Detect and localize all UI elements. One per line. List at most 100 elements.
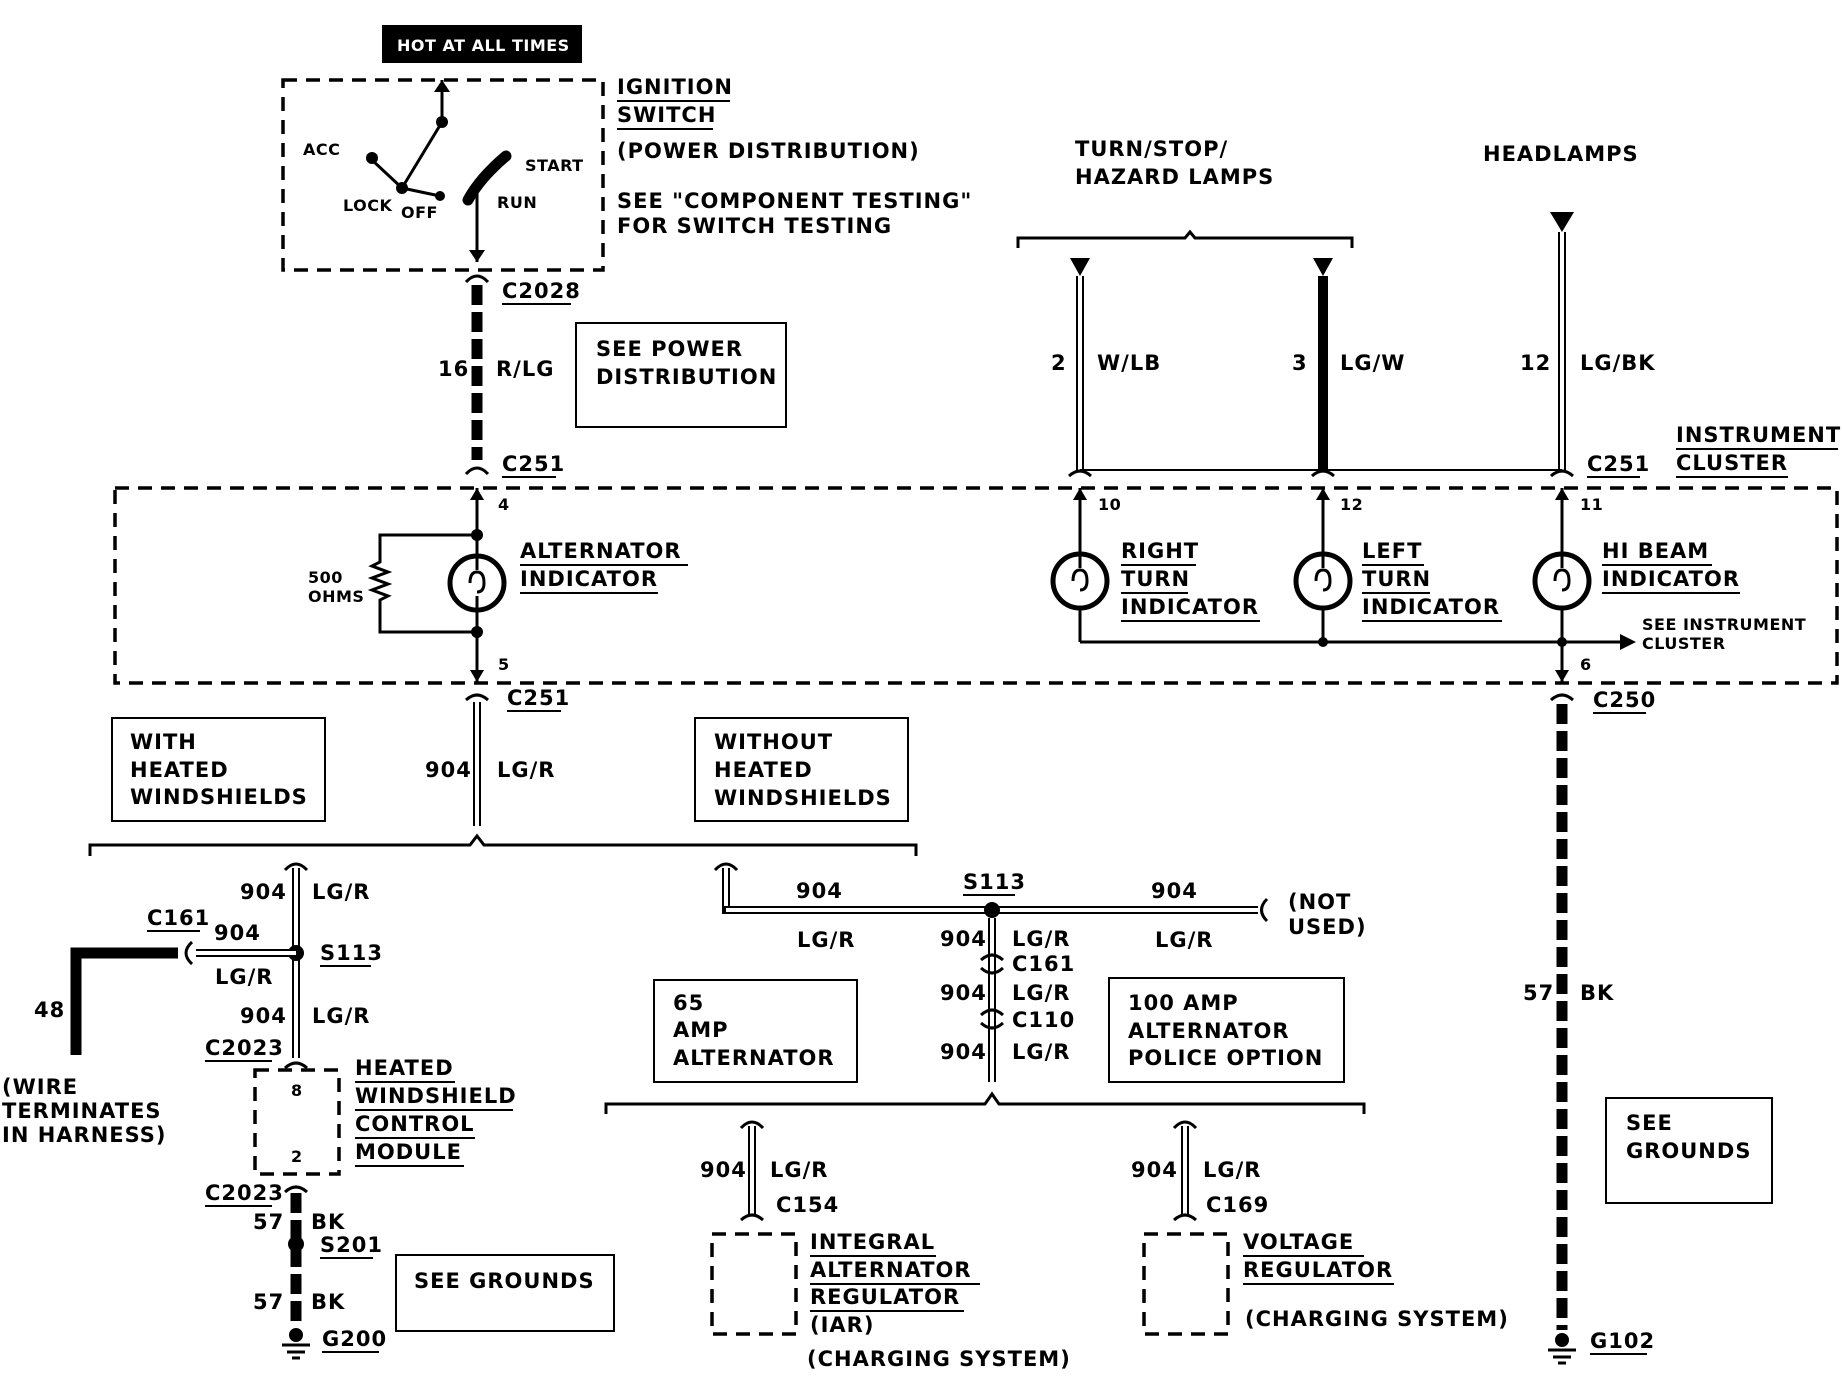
wire-904-below-cluster: 904: [425, 758, 472, 782]
with-heated-1: WITH: [130, 730, 197, 754]
iar-box: [710, 1232, 798, 1336]
connector-c154: C154: [776, 1193, 839, 1217]
left-lgr-lower: LG/R: [312, 1004, 370, 1028]
hot-at-all-times-banner: [382, 25, 582, 63]
see-grounds-right-2: GROUNDS: [1626, 1139, 1751, 1163]
amp100-3: POLICE OPTION: [1128, 1046, 1323, 1070]
switch-pos-run: RUN: [497, 193, 537, 212]
vr-1: VOLTAGE: [1243, 1230, 1354, 1254]
alternator-indicator-2: INDICATOR: [520, 567, 658, 591]
left-bk-top: BK: [311, 1210, 345, 1234]
hi-beam-1: HI BEAM: [1602, 539, 1709, 563]
wire-12-color: LG/BK: [1580, 351, 1656, 375]
instrument-cluster-box: [113, 486, 1839, 685]
left-904-top: 904: [240, 880, 287, 904]
switch-pos-off: OFF: [401, 203, 438, 222]
see-power-distribution-1: SEE POWER: [596, 337, 743, 361]
charging-system-2: (CHARGING SYSTEM): [1245, 1307, 1509, 1331]
center-c110: C110: [1012, 1008, 1075, 1032]
instrument-cluster-title-1: INSTRUMENT: [1676, 423, 1841, 447]
headlamps-label: HEADLAMPS: [1483, 142, 1639, 166]
hot-at-all-times-label: HOT AT ALL TIMES: [397, 36, 570, 55]
left-904-horizontal: 904: [214, 921, 261, 945]
pin-11: 11: [1580, 495, 1603, 514]
without-heated-3: WINDSHIELDS: [714, 786, 892, 810]
wire-57-right-color: BK: [1580, 981, 1614, 1005]
module-pin-2: 2: [291, 1147, 303, 1166]
component-testing-note-2: FOR SWITCH TESTING: [617, 214, 892, 238]
amp100-2: ALTERNATOR: [1128, 1019, 1290, 1043]
connector-c250: C250: [1593, 688, 1656, 712]
left-c2023-top: C2023: [205, 1036, 284, 1060]
center-904-right: 904: [1151, 879, 1198, 903]
pin-12: 12: [1340, 495, 1363, 514]
ignition-switch-title-1: IGNITION: [617, 75, 733, 99]
connector-c2028: C2028: [502, 279, 581, 303]
wire-48: [70, 947, 178, 1055]
ground-g200: G200: [322, 1327, 387, 1351]
switch-pos-acc: ACC: [303, 140, 340, 159]
voltage-regulator-box: [1142, 1232, 1230, 1336]
see-instrument-cluster-2: CLUSTER: [1642, 634, 1726, 653]
left-turn-1: LEFT: [1362, 539, 1422, 563]
iar-lgr: LG/R: [770, 1158, 828, 1182]
vr-904: 904: [1131, 1158, 1178, 1182]
hwcm-4: MODULE: [355, 1140, 462, 1164]
switch-pos-start: START: [525, 156, 584, 175]
see-grounds-left-box: [395, 1254, 615, 1332]
ignition-switch-title-2: SWITCH: [617, 103, 716, 127]
iar-4: (IAR): [810, 1313, 874, 1337]
charging-system-1: (CHARGING SYSTEM): [807, 1347, 1071, 1371]
see-grounds-right-box: [1605, 1097, 1773, 1204]
without-heated-2: HEATED: [714, 758, 813, 782]
iar-3: REGULATOR: [810, 1285, 960, 1309]
left-s201: S201: [320, 1233, 383, 1257]
right-turn-1: RIGHT: [1121, 539, 1199, 563]
amp100-1: 100 AMP: [1128, 991, 1239, 1015]
connector-c251-left: C251: [502, 452, 565, 476]
vr-lgr: LG/R: [1203, 1158, 1261, 1182]
center-904-b: 904: [940, 981, 987, 1005]
connector-c251-right: C251: [1587, 452, 1650, 476]
module-pin-8: 8: [291, 1081, 303, 1100]
with-heated-2: HEATED: [130, 758, 229, 782]
wire-48-number: 48: [34, 998, 65, 1022]
center-s113: S113: [963, 870, 1026, 894]
left-c161: C161: [147, 906, 210, 930]
iar-2: ALTERNATOR: [810, 1258, 972, 1282]
left-57-top: 57: [253, 1210, 284, 1234]
instrument-cluster-title-2: CLUSTER: [1676, 451, 1788, 475]
connector-c251-below: C251: [507, 686, 570, 710]
wire-57-right-number: 57: [1523, 981, 1554, 1005]
hwcm-3: CONTROL: [355, 1112, 475, 1136]
without-heated-1: WITHOUT: [714, 730, 833, 754]
pin-6: 6: [1580, 655, 1592, 674]
with-heated-3: WINDSHIELDS: [130, 785, 308, 809]
center-904-c: 904: [940, 1040, 987, 1064]
with-heated-windshields-box: [111, 717, 326, 822]
alternator-indicator-1: ALTERNATOR: [520, 539, 682, 563]
amp-100-box: [1108, 977, 1345, 1083]
component-testing-note-1: SEE "COMPONENT TESTING": [617, 189, 972, 213]
pin-5: 5: [498, 655, 510, 674]
wire-3-color: LG/W: [1340, 351, 1405, 375]
left-c2023-bottom: C2023: [205, 1181, 284, 1205]
iar-1: INTEGRAL: [810, 1230, 935, 1254]
left-904-lower: 904: [240, 1004, 287, 1028]
center-904-left: 904: [796, 879, 843, 903]
left-bk-bottom: BK: [311, 1290, 345, 1314]
wire-16-number: 16: [438, 357, 469, 381]
amp65-3: ALTERNATOR: [673, 1046, 835, 1070]
turn-lamps-brace: [1016, 229, 1354, 248]
pin-10: 10: [1098, 495, 1121, 514]
wire-904-color-below-cluster: LG/R: [497, 758, 555, 782]
left-57-bottom: 57: [253, 1290, 284, 1314]
see-power-distribution-2: DISTRIBUTION: [596, 365, 777, 389]
switch-pos-lock: LOCK: [343, 196, 392, 215]
hwcm-2: WINDSHIELD: [355, 1084, 517, 1108]
center-lgr-c: LG/R: [1012, 1040, 1070, 1064]
center-904-a: 904: [940, 927, 987, 951]
wire-terminates-2: TERMINATES: [2, 1099, 162, 1123]
pin-4: 4: [498, 495, 510, 514]
